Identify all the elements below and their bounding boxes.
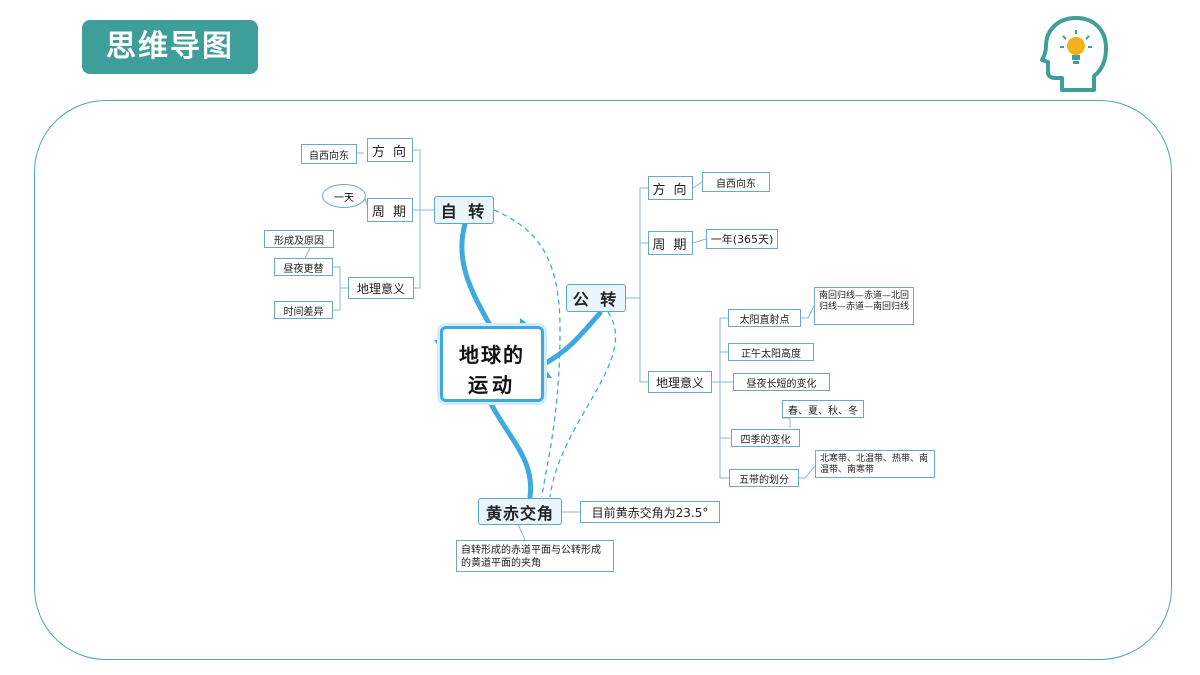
rotation-period-node[interactable]: 周 期: [367, 198, 413, 222]
obliquity-definition: 自转形成的赤道平面与公转形成的黄道平面的夹角: [456, 540, 614, 572]
noon-sun-height-node: 正午太阳高度: [728, 343, 814, 361]
five-zones-detail: 北寒带、北温带、热带、南温带、南寒带: [815, 450, 935, 478]
rotation-significance-sub: 形成及原因: [264, 230, 334, 248]
rotation-item-time-difference: 时间差异: [274, 301, 333, 319]
page-title: 思维导图: [82, 20, 258, 74]
rotation-item-day-night: 昼夜更替: [274, 258, 333, 276]
revolution-direction-value: 自西向东: [702, 172, 770, 192]
five-zones-node: 五带的划分: [729, 469, 799, 487]
obliquity-node[interactable]: 黄赤交角: [478, 498, 562, 525]
central-node-line1: 地球的: [459, 343, 525, 367]
seasons-detail: 春、夏、秋、冬: [782, 400, 864, 418]
obliquity-value: 目前黄赤交角为23.5°: [580, 501, 720, 523]
day-length-node: 昼夜长短的变化: [733, 373, 830, 391]
revolution-period-node[interactable]: 周 期: [648, 231, 693, 255]
seasons-node: 四季的变化: [731, 429, 800, 447]
revolution-direction-node[interactable]: 方 向: [648, 176, 693, 200]
rotation-period-value: 一天: [322, 184, 366, 208]
central-node-line2: 运动: [468, 373, 516, 397]
rotation-direction-node[interactable]: 方 向: [367, 138, 413, 162]
central-node[interactable]: 地球的 运动: [440, 326, 544, 402]
head-lightbulb-icon: [1040, 16, 1108, 92]
revolution-period-value: 一年(365天): [706, 229, 778, 249]
rotation-node[interactable]: 自 转: [434, 196, 494, 224]
subsolar-point-node: 太阳直射点: [728, 309, 801, 327]
rotation-significance-node[interactable]: 地理意义: [348, 277, 414, 299]
rotation-direction-value: 自西向东: [301, 144, 357, 164]
revolution-node[interactable]: 公 转: [566, 284, 626, 312]
revolution-significance-node[interactable]: 地理意义: [648, 371, 712, 393]
subsolar-point-detail: 南回归线—赤道—北回归线—赤道—南回归线: [814, 287, 914, 325]
